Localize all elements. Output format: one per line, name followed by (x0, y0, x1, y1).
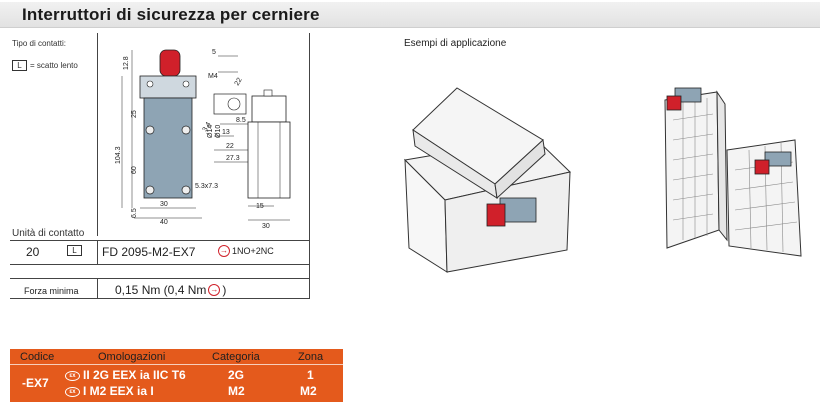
dim-22a: 22 (234, 77, 244, 87)
dim-15: 15 (256, 203, 264, 210)
positive-opening-icon: → (208, 284, 221, 296)
dim-34: 3.4 (202, 121, 213, 133)
dim-phi14: Ø14 (207, 125, 214, 138)
header-codice: Codice (20, 351, 55, 363)
dim-40: 40 (160, 219, 168, 226)
technical-drawing: 12.8 25 104.3 60 6.5 30 40 5.3x7.3 5 M4 … (115, 49, 291, 230)
dim-m4: M4 (208, 73, 218, 80)
esempi-label: Esempi di applicazione (404, 38, 507, 49)
zona-2: M2 (300, 384, 317, 398)
legend: L = scatto lento (12, 60, 78, 71)
page-title: Interruttori di sicurezza per cerniere (22, 5, 320, 24)
approvals-table: Codice Omologazioni Categoria Zona -EX7 … (10, 349, 343, 402)
dim-13: 13 (222, 129, 230, 136)
application-box-illustration (403, 87, 572, 273)
row-type: L (67, 245, 82, 256)
header-zona: Zona (298, 351, 324, 363)
dim-60: 60 (131, 166, 138, 174)
legend-code: L (12, 60, 27, 71)
dim-phi10: Ø10 (215, 125, 222, 138)
tipo-contatti-label: Tipo di contatti: (12, 39, 66, 48)
dim-25: 25 (131, 110, 138, 118)
dim-22: 22 (226, 143, 234, 150)
categoria-2: M2 (228, 384, 245, 398)
row-code-cell: -EX7 (22, 376, 49, 390)
zona-1: 1 (307, 368, 314, 382)
dim-5: 5 (212, 49, 216, 56)
header-omologazioni: Omologazioni (98, 351, 166, 363)
row-code: FD 2095-M2-EX7 (102, 245, 196, 259)
row-qty: 20 (26, 245, 40, 259)
categoria-1: 2G (228, 368, 245, 382)
dim-273: 27.3 (226, 155, 240, 162)
application-cage-illustration (664, 87, 802, 257)
title-bar: Interruttori di sicurezza per cerniere (0, 2, 820, 28)
dim-30-side: 30 (262, 223, 270, 230)
dim-30-bottom: 30 (160, 201, 168, 208)
dim-128: 12.8 (123, 56, 130, 70)
row-contacts: → 1NO+2NC (218, 245, 274, 257)
atex-ex-icon: εx (65, 370, 80, 381)
unita-label: Unità di contatto (12, 228, 85, 239)
header-categoria: Categoria (212, 351, 260, 363)
forza-value: 0,15 Nm (0,4 Nm → ) (115, 283, 227, 297)
forza-label: Forza minima (24, 286, 79, 296)
atex-ex-icon: εx (65, 386, 80, 397)
dim-65: 6.5 (131, 208, 138, 218)
positive-opening-icon: → (218, 245, 230, 257)
dim-1043: 104.3 (115, 146, 122, 164)
product-panel: Tipo di contatti: L = scatto lento Unità… (10, 33, 310, 299)
dim-85: 8.5 (236, 117, 246, 124)
dim-53x73: 5.3x7.3 (195, 183, 218, 190)
contacts-text: 1NO+2NC (232, 246, 274, 256)
legend-text: = scatto lento (30, 61, 78, 70)
